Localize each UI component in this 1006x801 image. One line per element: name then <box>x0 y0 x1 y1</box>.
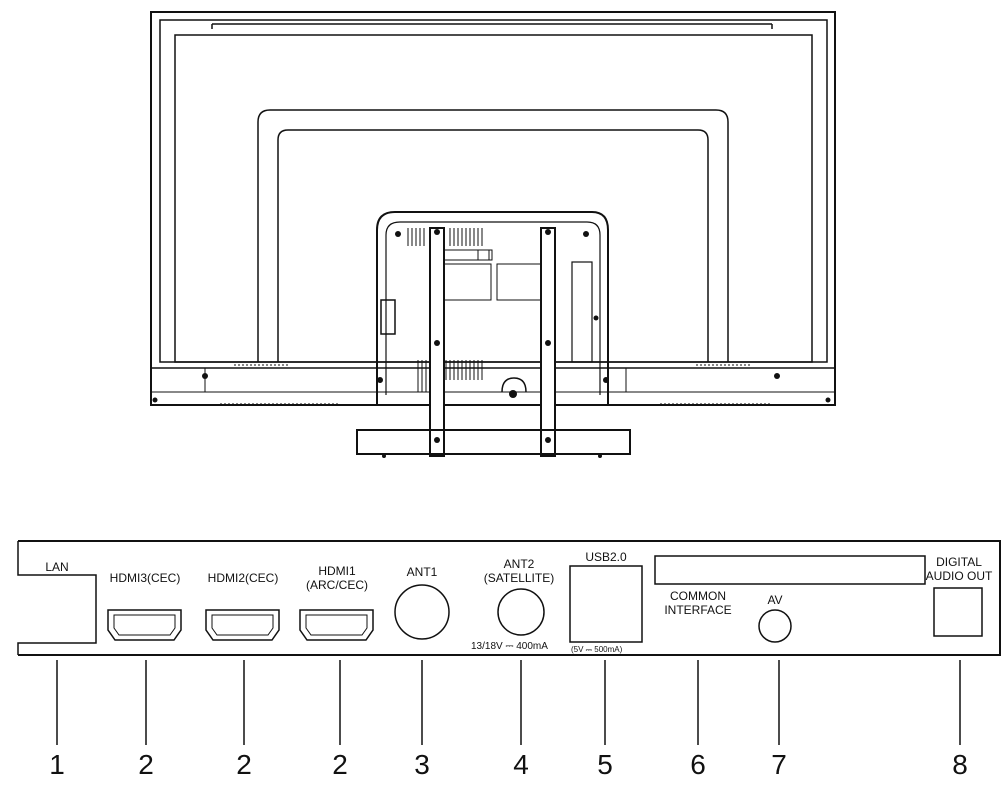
lan-label: LAN <box>45 560 69 574</box>
callout-number-4: 4 <box>513 749 529 780</box>
stand-base <box>356 429 631 455</box>
tv-inner-frame <box>159 19 828 363</box>
av-port <box>758 609 792 643</box>
callout-number-2c: 2 <box>332 749 348 780</box>
ant2-sub-label: (SATELLITE) <box>483 571 555 585</box>
usb-label: USB2.0 <box>585 550 627 564</box>
connector-panel-outline <box>18 540 1001 656</box>
common-interface-label-line2: INTERFACE <box>664 603 732 617</box>
common-interface-label-line1: COMMON <box>670 589 726 603</box>
common-interface-slot <box>654 555 926 585</box>
usb-port <box>569 565 643 643</box>
hdmi2-label: HDMI2(CEC) <box>207 571 279 585</box>
hdmi3-label: HDMI3(CEC) <box>109 571 181 585</box>
ant2-rating: 13/18V ⎓ 400mA <box>471 641 548 652</box>
ant1-label: ANT1 <box>406 565 438 579</box>
ant1-port <box>394 584 450 640</box>
hdmi2-port <box>205 609 280 641</box>
ant2-port <box>497 588 545 636</box>
digital-audio-label-line2: AUDIO OUT <box>925 569 993 583</box>
callout-number-5: 5 <box>597 749 613 780</box>
ant2-label: ANT2 <box>503 557 535 571</box>
tv-back-panel <box>174 34 813 363</box>
callout-number-2a: 2 <box>138 749 154 780</box>
callout-number-6: 6 <box>690 749 706 780</box>
hdmi1-port <box>299 609 374 641</box>
hdmi1-sub-label: (ARC/CEC) <box>306 578 368 592</box>
av-label: AV <box>767 593 783 607</box>
usb-rating: (5V ⎓ 500mA) <box>571 645 623 654</box>
digital-audio-port <box>933 587 983 637</box>
tv-rear-hump <box>257 109 729 362</box>
digital-audio-label-line1: DIGITAL <box>936 555 982 569</box>
hdmi1-label: HDMI1 <box>318 564 356 578</box>
hdmi3-port <box>107 609 182 641</box>
callout-number-7: 7 <box>771 749 787 780</box>
callout-number-8: 8 <box>952 749 968 780</box>
callout-number-2b: 2 <box>236 749 252 780</box>
callout-number-3: 3 <box>414 749 430 780</box>
lan-port-shape <box>17 541 97 655</box>
callout-number-1: 1 <box>49 749 65 780</box>
tv-outer-frame <box>150 11 836 406</box>
tv-connector-cover <box>376 211 609 405</box>
